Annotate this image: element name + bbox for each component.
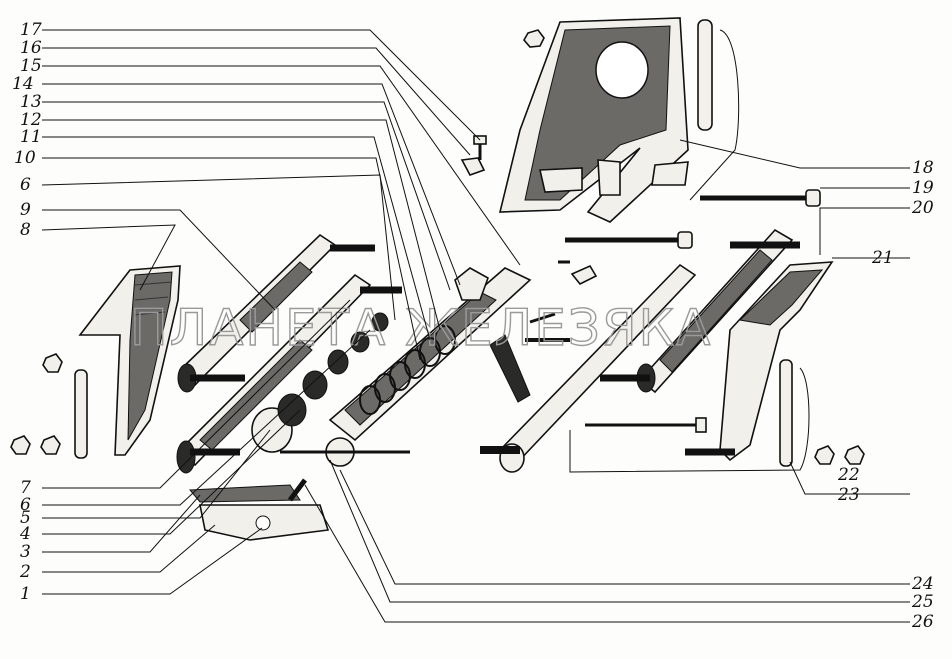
strap-23	[569, 359, 810, 473]
callout-22: 22	[837, 465, 860, 485]
roller-stack	[251, 312, 389, 453]
callout-10: 10	[14, 148, 36, 168]
strap-left	[74, 369, 88, 459]
lever-arm-7	[176, 273, 402, 474]
leader-lines-left	[41, 29, 521, 595]
small-bolt-17	[460, 135, 487, 176]
nuts-left	[10, 353, 63, 455]
callout-20: 20	[911, 198, 934, 218]
callout-9: 9	[20, 200, 31, 220]
bolt-19	[700, 189, 821, 207]
watermark-text: ПЛАНЕТА ЖЕЛЕЗЯКА	[130, 299, 712, 357]
callout-13: 13	[20, 92, 42, 112]
callout-25: 25	[911, 592, 934, 612]
nuts-22	[814, 445, 865, 465]
callout-26: 26	[911, 612, 934, 632]
lever-arm-right-upper	[600, 228, 800, 394]
callout-14: 14	[12, 74, 34, 94]
nut-top	[523, 29, 545, 48]
callout-7: 7	[20, 478, 31, 498]
bracket-left	[78, 265, 181, 456]
callout-2: 2	[19, 562, 31, 582]
callout-8: 8	[20, 220, 31, 240]
callout-3: 3	[20, 542, 31, 562]
callout-12: 12	[20, 110, 42, 130]
callout-18: 18	[912, 158, 934, 178]
callout-15: 15	[20, 56, 42, 76]
links-center	[525, 260, 598, 342]
callout-16: 16	[20, 38, 42, 58]
lever-arm-9	[177, 233, 375, 393]
callout-5: 5	[20, 508, 31, 528]
spring-housing	[280, 267, 532, 467]
leader-lines-right	[304, 139, 910, 623]
bracket-hole	[595, 41, 649, 99]
callout-23: 23	[837, 485, 860, 505]
callout-1: 1	[20, 584, 31, 604]
spring-coils	[359, 325, 456, 415]
strap-plate-18	[689, 19, 740, 201]
bolt-right-lower	[585, 417, 707, 433]
callout-19: 19	[912, 178, 934, 198]
pedal-rod	[489, 334, 531, 403]
bracket-housing	[498, 17, 689, 223]
callout-6-bottom: 6	[20, 495, 31, 515]
callout-11: 11	[20, 127, 42, 147]
bracket-right	[685, 261, 834, 462]
callouts-right: 18 19 20 21 22 23 24 25 26	[837, 158, 934, 632]
lever-arm-right-lower	[480, 263, 697, 473]
callout-6-top: 6	[20, 175, 31, 195]
callout-17: 17	[20, 20, 42, 40]
bolt-20	[565, 231, 693, 249]
callout-4: 4	[19, 524, 31, 544]
callout-24: 24	[911, 574, 934, 594]
callouts-left: 17 16 15 14 13 12 11 10 6 9 8 7 6 5 4 3 …	[12, 20, 42, 604]
callout-21: 21	[871, 248, 894, 268]
